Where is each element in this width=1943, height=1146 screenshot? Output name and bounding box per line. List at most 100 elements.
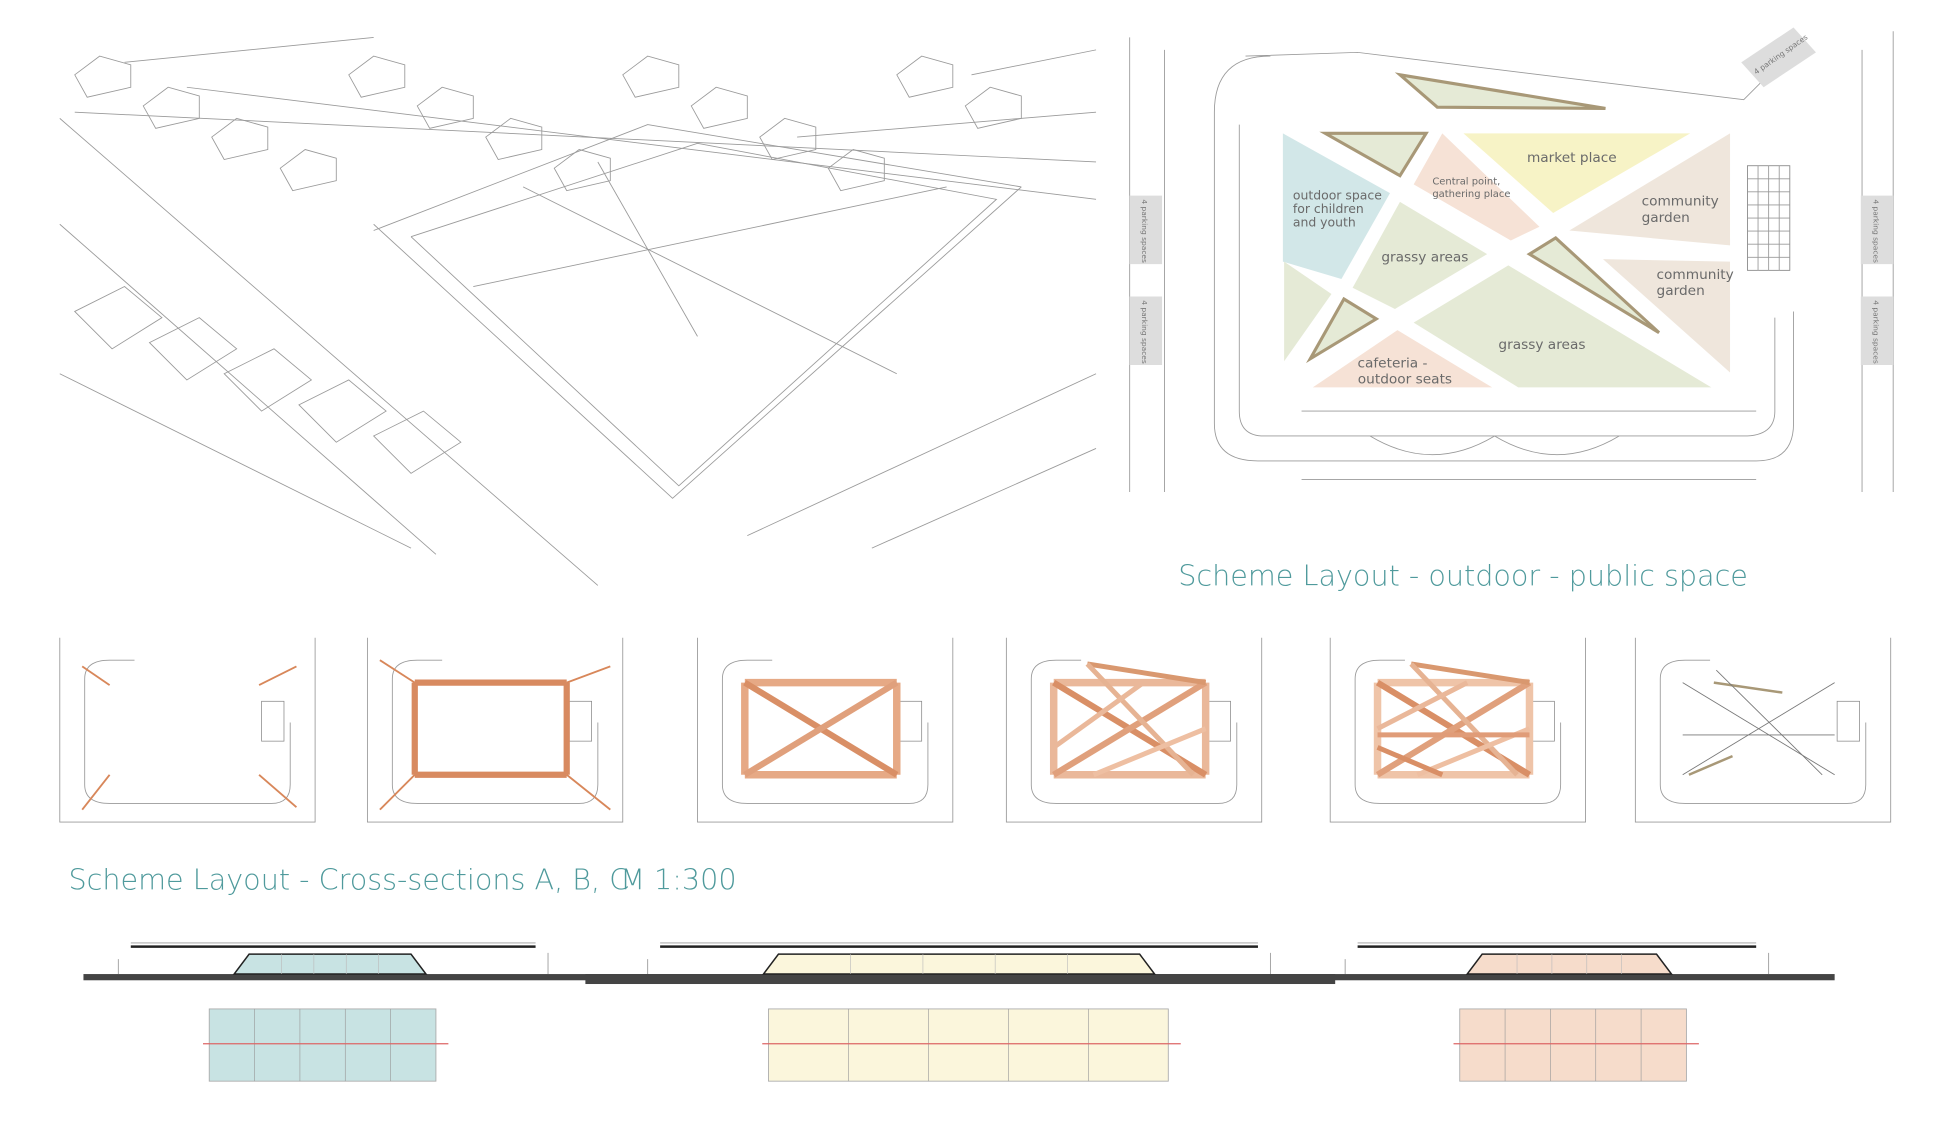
building-outline (298, 379, 387, 443)
building-outline (827, 149, 885, 192)
zone-label-central: Central point, (1432, 176, 1500, 187)
sketch-line (124, 36, 374, 63)
sketch-line (971, 49, 1097, 76)
section-line (1344, 942, 1770, 975)
zone-area (1413, 265, 1712, 388)
cross-section-C (1344, 942, 1770, 1082)
diagonal-path (743, 679, 899, 778)
sketch-line (410, 142, 998, 487)
section-volume (762, 953, 1157, 975)
path-line (1713, 681, 1783, 694)
diagram-path (1030, 659, 1238, 804)
building-outline (148, 317, 238, 381)
building-outline (416, 86, 474, 129)
section-line (117, 942, 549, 975)
zone-label-children-2: for children (1293, 201, 1364, 216)
path-line (1410, 661, 1530, 686)
sketch-line (871, 448, 1097, 549)
zone-area (1319, 131, 1429, 178)
diagram-stair (898, 700, 923, 742)
floor-plan-B (768, 1008, 1169, 1082)
path-line (1716, 669, 1823, 776)
path-line (1688, 754, 1733, 776)
path-line (566, 665, 611, 684)
sketch-line (597, 161, 698, 337)
zone-label-children: outdoor space (1293, 187, 1382, 202)
path-outline (1238, 124, 1776, 437)
path-line (1682, 682, 1835, 776)
path-line (81, 774, 111, 811)
building-outline (372, 410, 462, 474)
diagram-stair (1836, 700, 1860, 742)
diagram-path (1354, 659, 1562, 804)
diagram-stair (261, 700, 285, 742)
concept-diagram-3 (697, 637, 954, 823)
zone-label-children-3: and youth (1293, 215, 1356, 230)
building-outline (142, 86, 200, 129)
path-line (81, 665, 111, 686)
building-outline (553, 149, 611, 192)
path-line (1092, 726, 1207, 778)
plan-outline (1129, 31, 1894, 493)
sketch-line (59, 373, 412, 549)
zone-label-central-2: gathering place (1432, 189, 1510, 200)
path-line (1409, 662, 1519, 777)
zone-label-garden-2b: garden (1657, 283, 1705, 299)
sketch-line (373, 186, 1022, 499)
concept-diagram-1 (59, 637, 316, 823)
diagram-frame (1634, 637, 1892, 823)
sketch-line (59, 223, 437, 555)
path-line (566, 774, 611, 811)
concept-diagram-6 (1634, 637, 1892, 823)
zone-area (1394, 72, 1606, 110)
section-line (647, 942, 1271, 975)
section-volume (232, 953, 428, 975)
path-line (1086, 661, 1207, 686)
path-line (1376, 680, 1469, 731)
sketch-line (797, 111, 1097, 138)
sketch-line (74, 111, 1097, 163)
building-outline (74, 55, 132, 98)
path-outline (1301, 410, 1757, 481)
diagram-frame (1329, 637, 1586, 823)
ground-line-mid (585, 974, 1336, 985)
sketch-line (522, 186, 897, 375)
street-line (1129, 31, 1894, 493)
building-outline (223, 348, 313, 412)
parking-label: 4 parking spaces (1140, 199, 1149, 263)
parking-label: 4 parking spaces (1140, 300, 1149, 364)
perspective-sketch (59, 36, 1097, 586)
building-outline (622, 55, 680, 98)
zone-label-market: market place (1527, 150, 1617, 166)
zone-area (1282, 133, 1390, 280)
zone-label-grassy-2: grassy areas (1498, 337, 1585, 353)
concept-diagram-2 (366, 637, 624, 823)
building-outline (759, 117, 817, 160)
diagram-path (1659, 659, 1867, 804)
diagram-frame (1005, 637, 1263, 823)
zone-label-cafeteria: cafeteria - (1357, 355, 1427, 371)
floor-plan-A (208, 1008, 437, 1082)
sections-title: Scheme Layout - Cross-sections A, B, C (69, 862, 630, 896)
sketch-line (747, 373, 1097, 537)
outdoor-layout-title: Scheme Layout - outdoor - public space (1178, 558, 1748, 592)
cross-section-B (647, 942, 1271, 1082)
site-plan: market place Central point, gathering pl… (1129, 27, 1894, 493)
plan-zones (1282, 72, 1731, 388)
diagram-stair (1531, 700, 1555, 742)
building-outline (279, 149, 337, 192)
building-outline (485, 117, 543, 160)
zone-area (1569, 133, 1731, 246)
path-line (379, 659, 416, 684)
path-line (1052, 680, 1145, 750)
concept-diagram-5 (1329, 637, 1586, 823)
parking-label: 4 parking spaces (1871, 300, 1880, 364)
diagram-stair (568, 700, 592, 742)
sketch-line (186, 86, 1097, 200)
concept-diagrams (59, 637, 1892, 823)
section-volume (1465, 953, 1673, 975)
building-outline (73, 286, 163, 350)
plan-labels: market place Central point, gathering pl… (1129, 27, 1894, 388)
zone-area (1284, 261, 1332, 362)
